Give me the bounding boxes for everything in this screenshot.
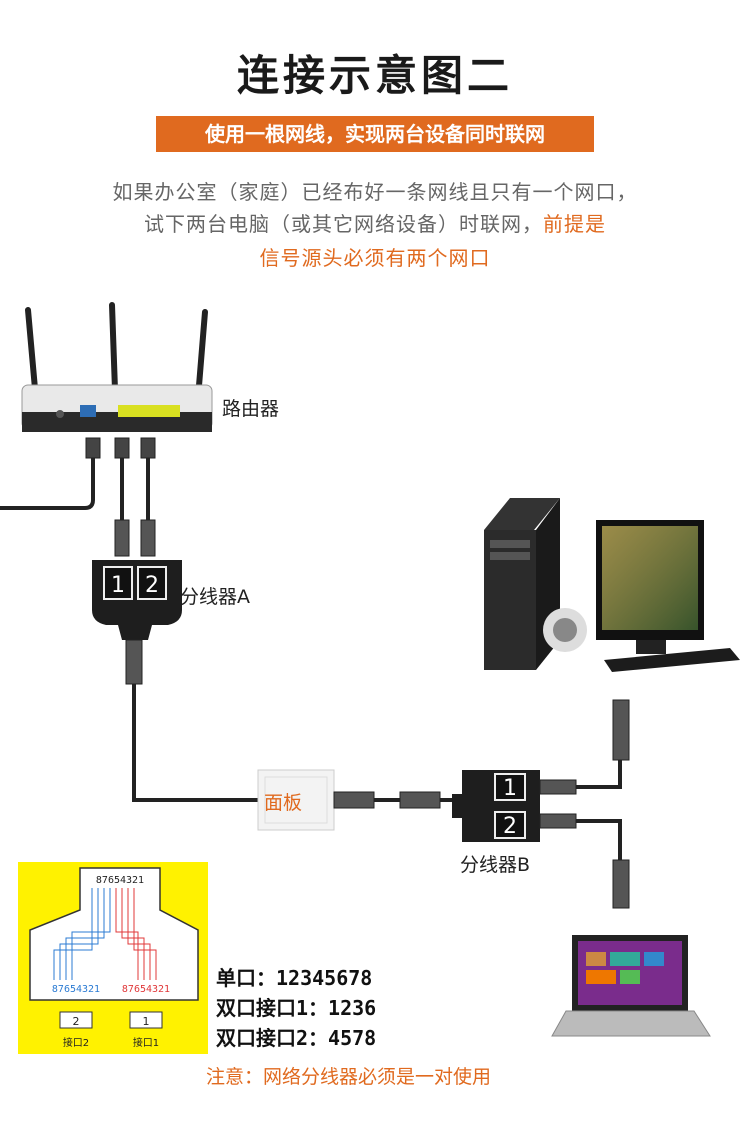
pinout-port-1-num: 1 — [143, 1015, 150, 1028]
wall-panel — [257, 769, 335, 831]
desktop-computer — [484, 498, 740, 672]
router-image — [21, 302, 213, 432]
splitter-b-port-2: 2 — [503, 814, 517, 839]
intro-line-2: 试下两台电脑（或其它网络设备）时联网，前提是 — [0, 208, 750, 237]
pinout-left-pins: 87654321 — [52, 984, 100, 995]
splitter-b-port-1: 1 — [503, 776, 517, 801]
intro-line-2-text: 试下两台电脑（或其它网络设备）时联网， — [144, 212, 543, 236]
splitter-a: 1 2 — [92, 560, 182, 640]
splitter-b: 1 2 — [452, 770, 540, 842]
router-label: 路由器 — [222, 398, 280, 420]
intro-line-1: 如果办公室（家庭）已经布好一条网线且只有一个网口， — [112, 180, 638, 204]
pin-info-single: 单口：12345678 — [216, 966, 373, 990]
pinout-port-2-num: 2 — [73, 1015, 80, 1028]
pinout-port-1-label: 接口1 — [133, 1036, 159, 1049]
splitter-a-port-1: 1 — [111, 573, 125, 598]
pinout-port-2-label: 接口2 — [63, 1036, 89, 1049]
page-title: 连接示意图二 — [236, 51, 513, 100]
pin-info-dual-1: 双口接口1：1236 — [216, 996, 377, 1020]
splitter-b-label: 分线器B — [460, 854, 531, 876]
panel-label: 面板 — [264, 792, 303, 814]
subtitle-banner: 使用一根网线，实现两台设备同时联网 — [156, 116, 594, 152]
intro-line-2-highlight: 前提是 — [543, 212, 606, 236]
pinout-right-pins: 87654321 — [122, 984, 170, 995]
splitter-a-label: 分线器A — [180, 586, 250, 608]
splitter-a-port-2: 2 — [145, 573, 159, 598]
pinout-diagram: 87654321 87654321 87654321 2 1 接口2 接口1 — [18, 862, 208, 1054]
pinout-top-pins: 87654321 — [96, 875, 144, 886]
router-cables — [85, 437, 156, 459]
usage-note: 注意：网络分线器必须是一对使用 — [206, 1066, 492, 1088]
laptop-computer — [551, 935, 711, 1037]
intro-line-3: 信号源头必须有两个网口 — [259, 246, 491, 270]
pin-info-dual-2: 双口接口2：4578 — [216, 1026, 377, 1050]
